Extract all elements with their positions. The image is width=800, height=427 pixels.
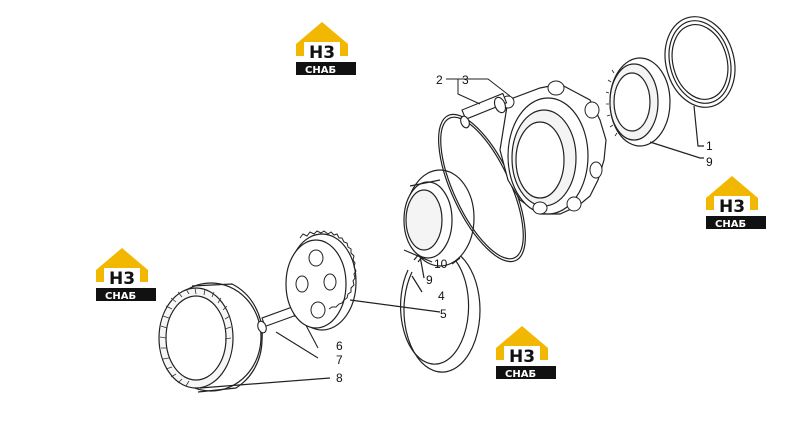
watermark-logo: H3 CHAБ [96,248,156,302]
callout-5: 5 [440,307,447,321]
callout-6: 6 [336,339,343,353]
planet-carrier [285,230,441,331]
callout-labels: 1 2 3 4 5 6 7 8 9 9 10 [336,73,713,385]
svg-text:H3: H3 [719,197,745,217]
watermark-logo: H3 CHAБ [706,176,766,230]
callout-8: 8 [336,371,343,385]
svg-text:H3: H3 [509,347,535,367]
callout-3: 3 [462,73,469,87]
callout-2: 2 [436,73,443,87]
oil-seal [664,16,736,147]
callout-leader-2-3 [446,78,511,105]
callout-9-lower: 9 [426,273,433,287]
svg-text:CHAБ: CHAБ [715,219,746,230]
svg-text:CHAБ: CHAБ [305,65,336,76]
callout-7: 7 [336,353,343,367]
callout-9-upper: 9 [706,155,713,169]
svg-text:CHAБ: CHAБ [505,369,536,380]
svg-text:H3: H3 [109,269,135,289]
callout-10: 10 [434,257,448,271]
bearing-outer [605,57,704,159]
callout-4: 4 [438,289,445,303]
wheel-hub [499,80,607,215]
svg-text:CHAБ: CHAБ [105,291,136,302]
svg-text:H3: H3 [309,43,335,63]
watermark-logo: H3 CHAБ [296,22,356,76]
wheel-stud [460,92,508,129]
bearing-inner [403,169,475,279]
watermark-logo: H3 CHAБ [496,326,556,380]
callout-1: 1 [706,139,713,153]
ring-gear [158,282,331,393]
